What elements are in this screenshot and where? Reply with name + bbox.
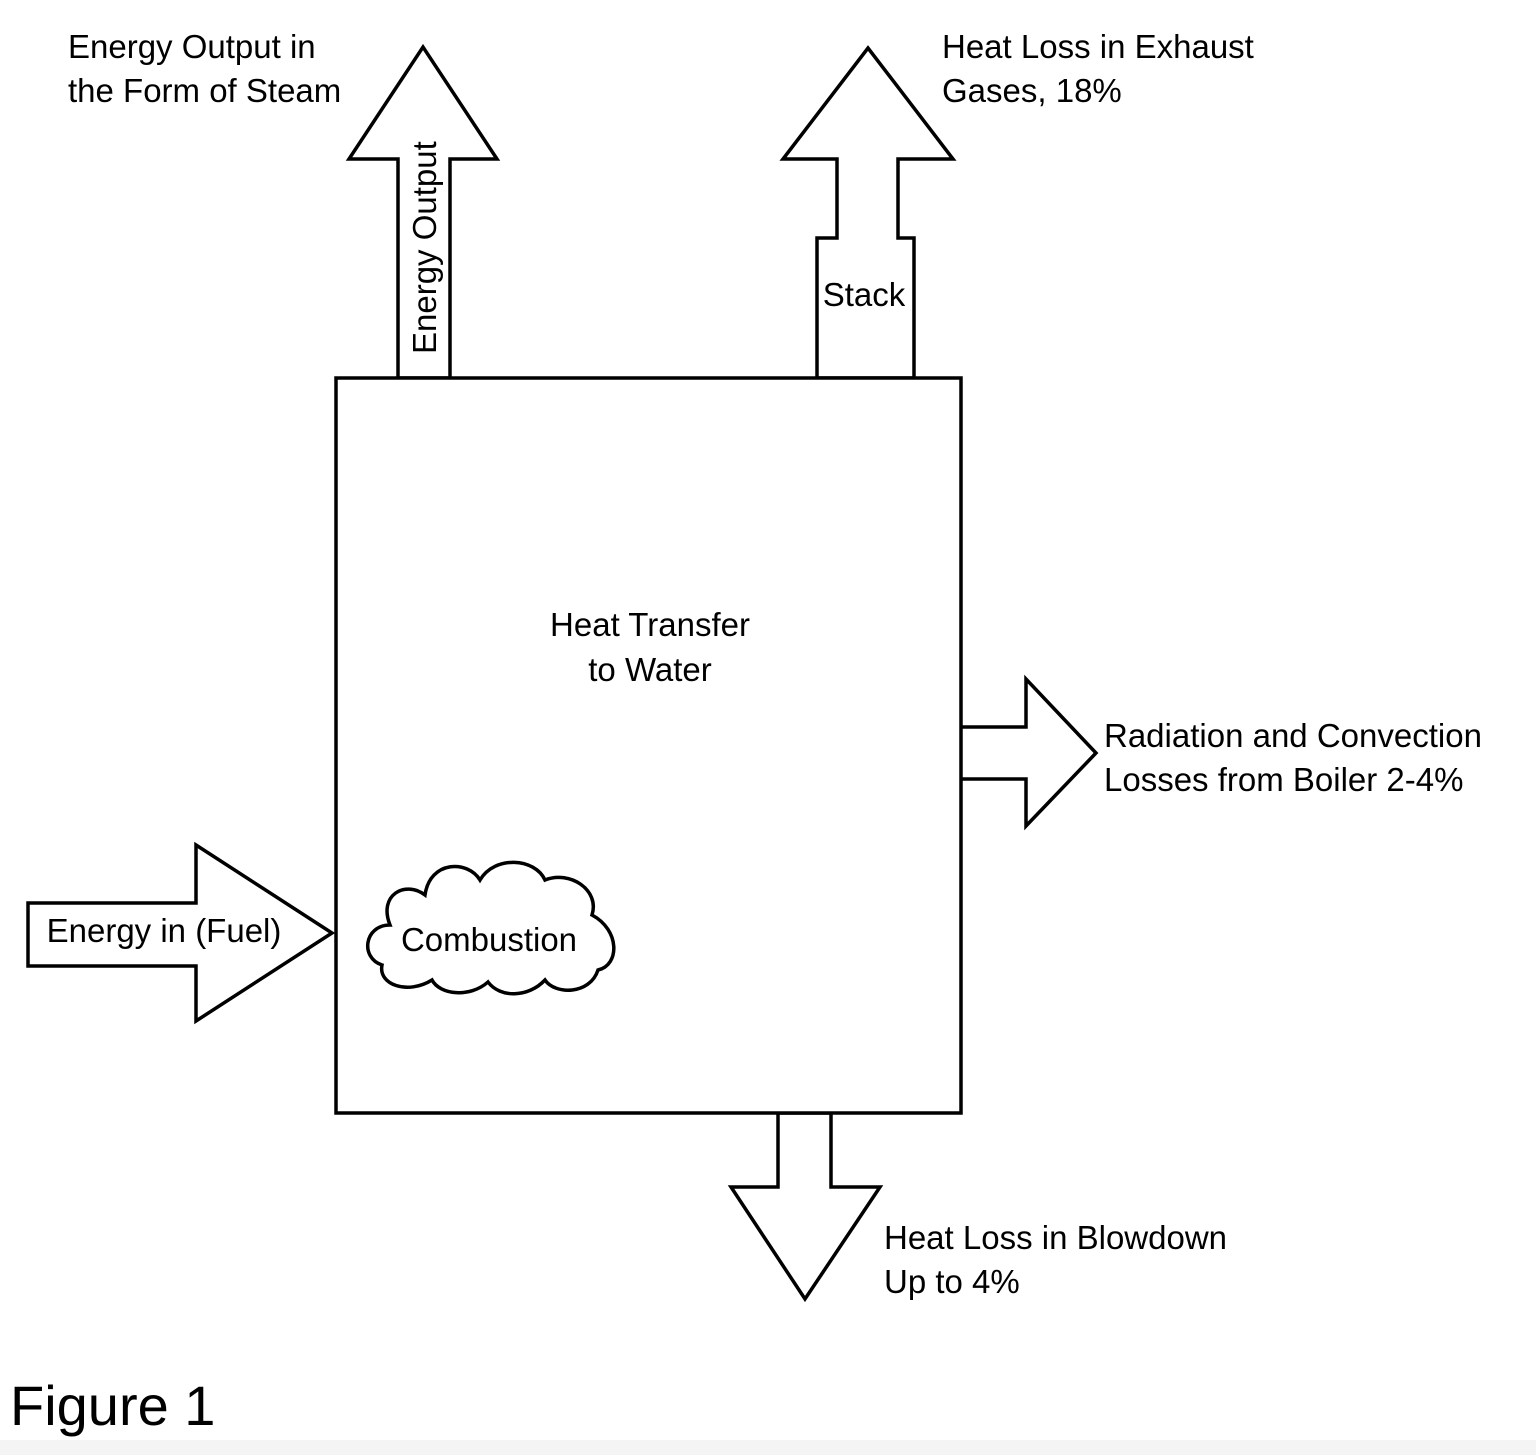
fuel-arrow-label: Energy in (Fuel): [47, 912, 282, 949]
radiation-loss-caption-line2: Losses from Boiler 2-4%: [1104, 761, 1463, 798]
exhaust-loss-caption: Heat Loss in Exhaust: [942, 28, 1254, 65]
steam-arrow-inner-label: Energy Output: [406, 141, 443, 354]
combustion-cloud: [366, 860, 616, 996]
stack-label: Stack: [823, 276, 906, 313]
figure-caption: Figure 1: [10, 1374, 215, 1437]
stack-exhaust-arrow: [779, 45, 957, 380]
blowdown-loss-arrow: [727, 1111, 884, 1303]
steam-output-caption-line2: the Form of Steam: [68, 72, 341, 109]
combustion-label: Combustion: [401, 921, 577, 958]
steam-output-caption: Energy Output in: [68, 28, 316, 65]
bottom-band: [0, 1440, 1536, 1455]
fuel-input-arrow: [26, 841, 336, 1025]
boiler-body: [334, 376, 963, 1115]
exhaust-loss-caption-line2: Gases, 18%: [942, 72, 1122, 109]
blowdown-loss-caption: Heat Loss in Blowdown: [884, 1219, 1227, 1256]
radiation-loss-caption: Radiation and Convection: [1104, 717, 1482, 754]
boiler-heat-transfer-label: Heat Transfer: [550, 606, 750, 643]
blowdown-loss-caption-line2: Up to 4%: [884, 1263, 1020, 1300]
boiler-heat-transfer-label-line2: to Water: [588, 651, 711, 688]
steam-output-arrow: [345, 43, 501, 380]
radiation-loss-arrow: [958, 674, 1099, 831]
